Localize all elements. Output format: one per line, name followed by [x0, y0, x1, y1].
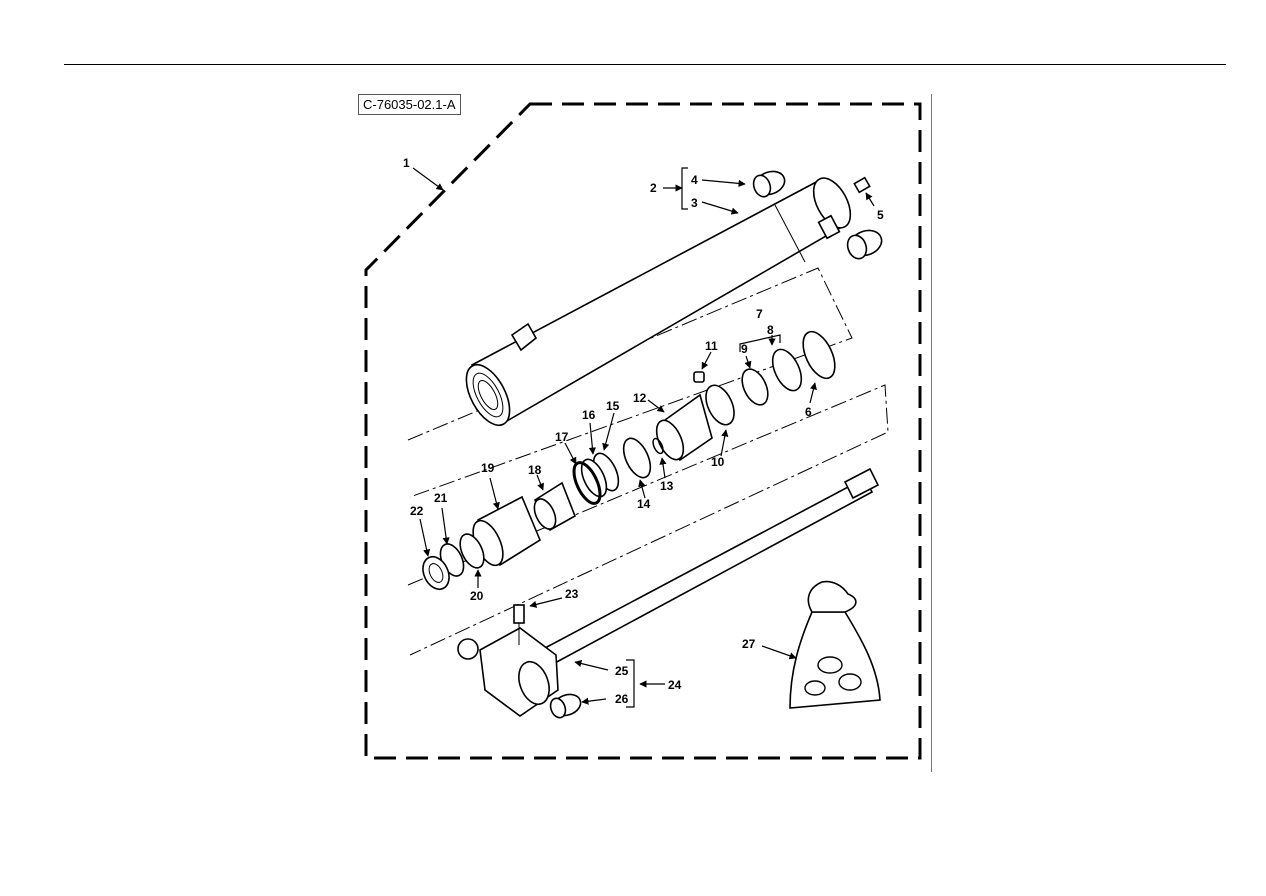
phantom-group-rod: [407, 384, 889, 656]
callout-2: 2: [650, 181, 657, 195]
cylinder-barrel: [465, 177, 852, 427]
callout-9: 9: [741, 342, 748, 356]
callout-19: 19: [481, 461, 495, 475]
callout-13: 13: [660, 479, 674, 493]
callout-18: 18: [528, 463, 542, 477]
callout-24: 24: [668, 678, 682, 692]
callout-1: 1: [403, 156, 410, 170]
bushing-rod-end: [549, 693, 582, 719]
callout-7: 7: [756, 307, 763, 321]
bushing-upper: [752, 170, 786, 198]
callout-14: 14: [637, 497, 651, 511]
callout-8: 8: [767, 323, 774, 337]
callout-labels: 1 2 3 4 5 6 7 8 9 10 11 12 13 14 15 16 1…: [403, 156, 884, 706]
callout-12: 12: [633, 391, 647, 405]
callout-21: 21: [434, 491, 448, 505]
callout-6: 6: [805, 405, 812, 419]
callout-17: 17: [555, 430, 569, 444]
header-rule: [64, 64, 1226, 65]
callout-23: 23: [565, 587, 579, 601]
callout-4: 4: [691, 173, 698, 187]
callout-22: 22: [410, 504, 424, 518]
callout-26: 26: [615, 692, 629, 706]
callout-3: 3: [691, 196, 698, 210]
callout-25: 25: [615, 664, 629, 678]
callout-11: 11: [705, 339, 718, 353]
piston-and-seals: [422, 330, 836, 591]
bushing-lower: [846, 229, 883, 260]
callout-15: 15: [606, 399, 620, 413]
column-divider: [931, 94, 932, 772]
kit-boundary: [364, 102, 922, 760]
callout-10: 10: [711, 455, 725, 469]
callout-27: 27: [742, 637, 756, 651]
callout-5: 5: [877, 208, 884, 222]
leader-lines: [412, 167, 875, 708]
grease-fitting: [853, 176, 871, 194]
parts-bag: [789, 580, 881, 709]
callout-20: 20: [470, 589, 484, 603]
piston-rod: [457, 467, 880, 717]
callout-16: 16: [582, 408, 596, 422]
figure-id-label: C-76035-02.1-A: [358, 94, 461, 115]
